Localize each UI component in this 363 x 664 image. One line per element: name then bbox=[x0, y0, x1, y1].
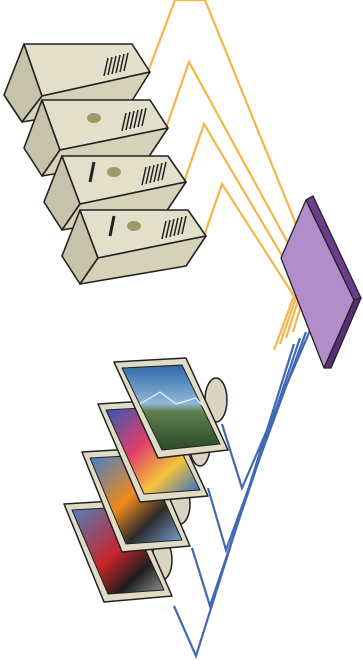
kvm-switch bbox=[280, 195, 362, 369]
server-unit-4 bbox=[61, 209, 207, 285]
server-2-vent-icon bbox=[121, 107, 147, 132]
server-4-power-button-icon bbox=[127, 221, 141, 231]
server-4-drive-slot-icon bbox=[108, 215, 116, 237]
monitor-unit-3 bbox=[81, 447, 191, 553]
server-4-vent-icon bbox=[161, 215, 187, 240]
server-4-side bbox=[79, 235, 207, 285]
monitor-1-mountain-icon bbox=[139, 391, 209, 413]
server-cable-3 bbox=[182, 121, 302, 345]
monitor-1-screen bbox=[121, 364, 221, 451]
switch-front-face bbox=[323, 297, 362, 369]
monitor-unit-1 bbox=[113, 357, 229, 459]
monitors bbox=[63, 357, 229, 603]
server-1-vent-icon bbox=[103, 52, 129, 77]
server-3-drive-slot-icon bbox=[88, 161, 96, 183]
monitor-cable-4 bbox=[172, 343, 296, 660]
monitor-cable-3 bbox=[190, 337, 302, 610]
server-3-vent-icon bbox=[141, 161, 167, 186]
monitor-cables bbox=[172, 325, 314, 660]
server-2-power-button-icon bbox=[87, 113, 101, 123]
server-cable-4 bbox=[202, 181, 296, 351]
server-3-power-button-icon bbox=[107, 167, 121, 177]
server-cable-2 bbox=[164, 59, 308, 339]
servers bbox=[3, 43, 207, 285]
monitor-cable-2 bbox=[206, 331, 308, 554]
